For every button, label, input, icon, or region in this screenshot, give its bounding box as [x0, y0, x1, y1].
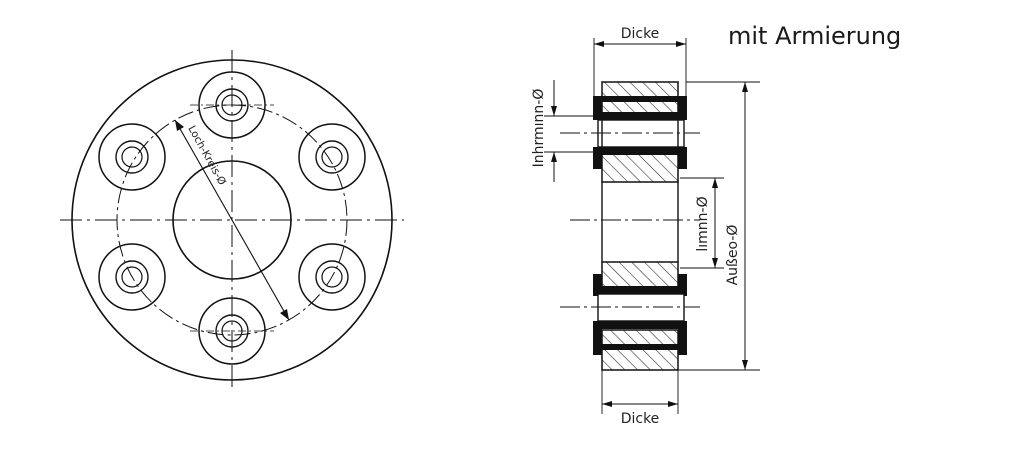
section-view	[544, 38, 760, 414]
bushing-top	[597, 119, 685, 148]
bolt-hole	[298, 243, 366, 311]
aussen-dimension	[742, 82, 748, 370]
bolt-hole	[98, 123, 166, 191]
lochkreis-dimension	[174, 119, 290, 321]
innen-center-dimension	[712, 178, 718, 268]
bolt-hole	[298, 123, 366, 191]
section-centerlines	[560, 132, 700, 308]
extension-lines	[544, 38, 760, 414]
front-view	[60, 50, 404, 390]
bolt-circle	[116, 104, 348, 336]
aussen-label: Außeo-Ø	[725, 225, 741, 286]
section-center-bore	[601, 114, 679, 262]
section-block-bottom-inner	[601, 261, 679, 291]
section-block-top-inner	[601, 153, 679, 183]
bolt-hole	[98, 243, 166, 311]
innen-center-label: lımnn-Ø	[695, 196, 711, 251]
armierung-sleeve-bottom	[593, 274, 687, 355]
innen-bolt-label: Inhrmınn-Ø	[531, 89, 547, 168]
center-bore	[172, 160, 292, 280]
bolt-hole	[190, 297, 274, 365]
page-title: mit Armierung	[728, 22, 901, 50]
armierung-sleeve-top	[593, 96, 687, 169]
innen-bolt-dimension	[551, 80, 557, 182]
dicke-top-label: Dicke	[621, 26, 660, 42]
dicke-top-dimension	[594, 41, 686, 47]
outer-disc	[71, 59, 393, 381]
bushing-bottom	[597, 293, 685, 322]
bolt-hole	[190, 71, 274, 139]
dicke-bottom-dimension	[602, 401, 678, 407]
dicke-bottom-label: Dicke	[621, 411, 660, 427]
